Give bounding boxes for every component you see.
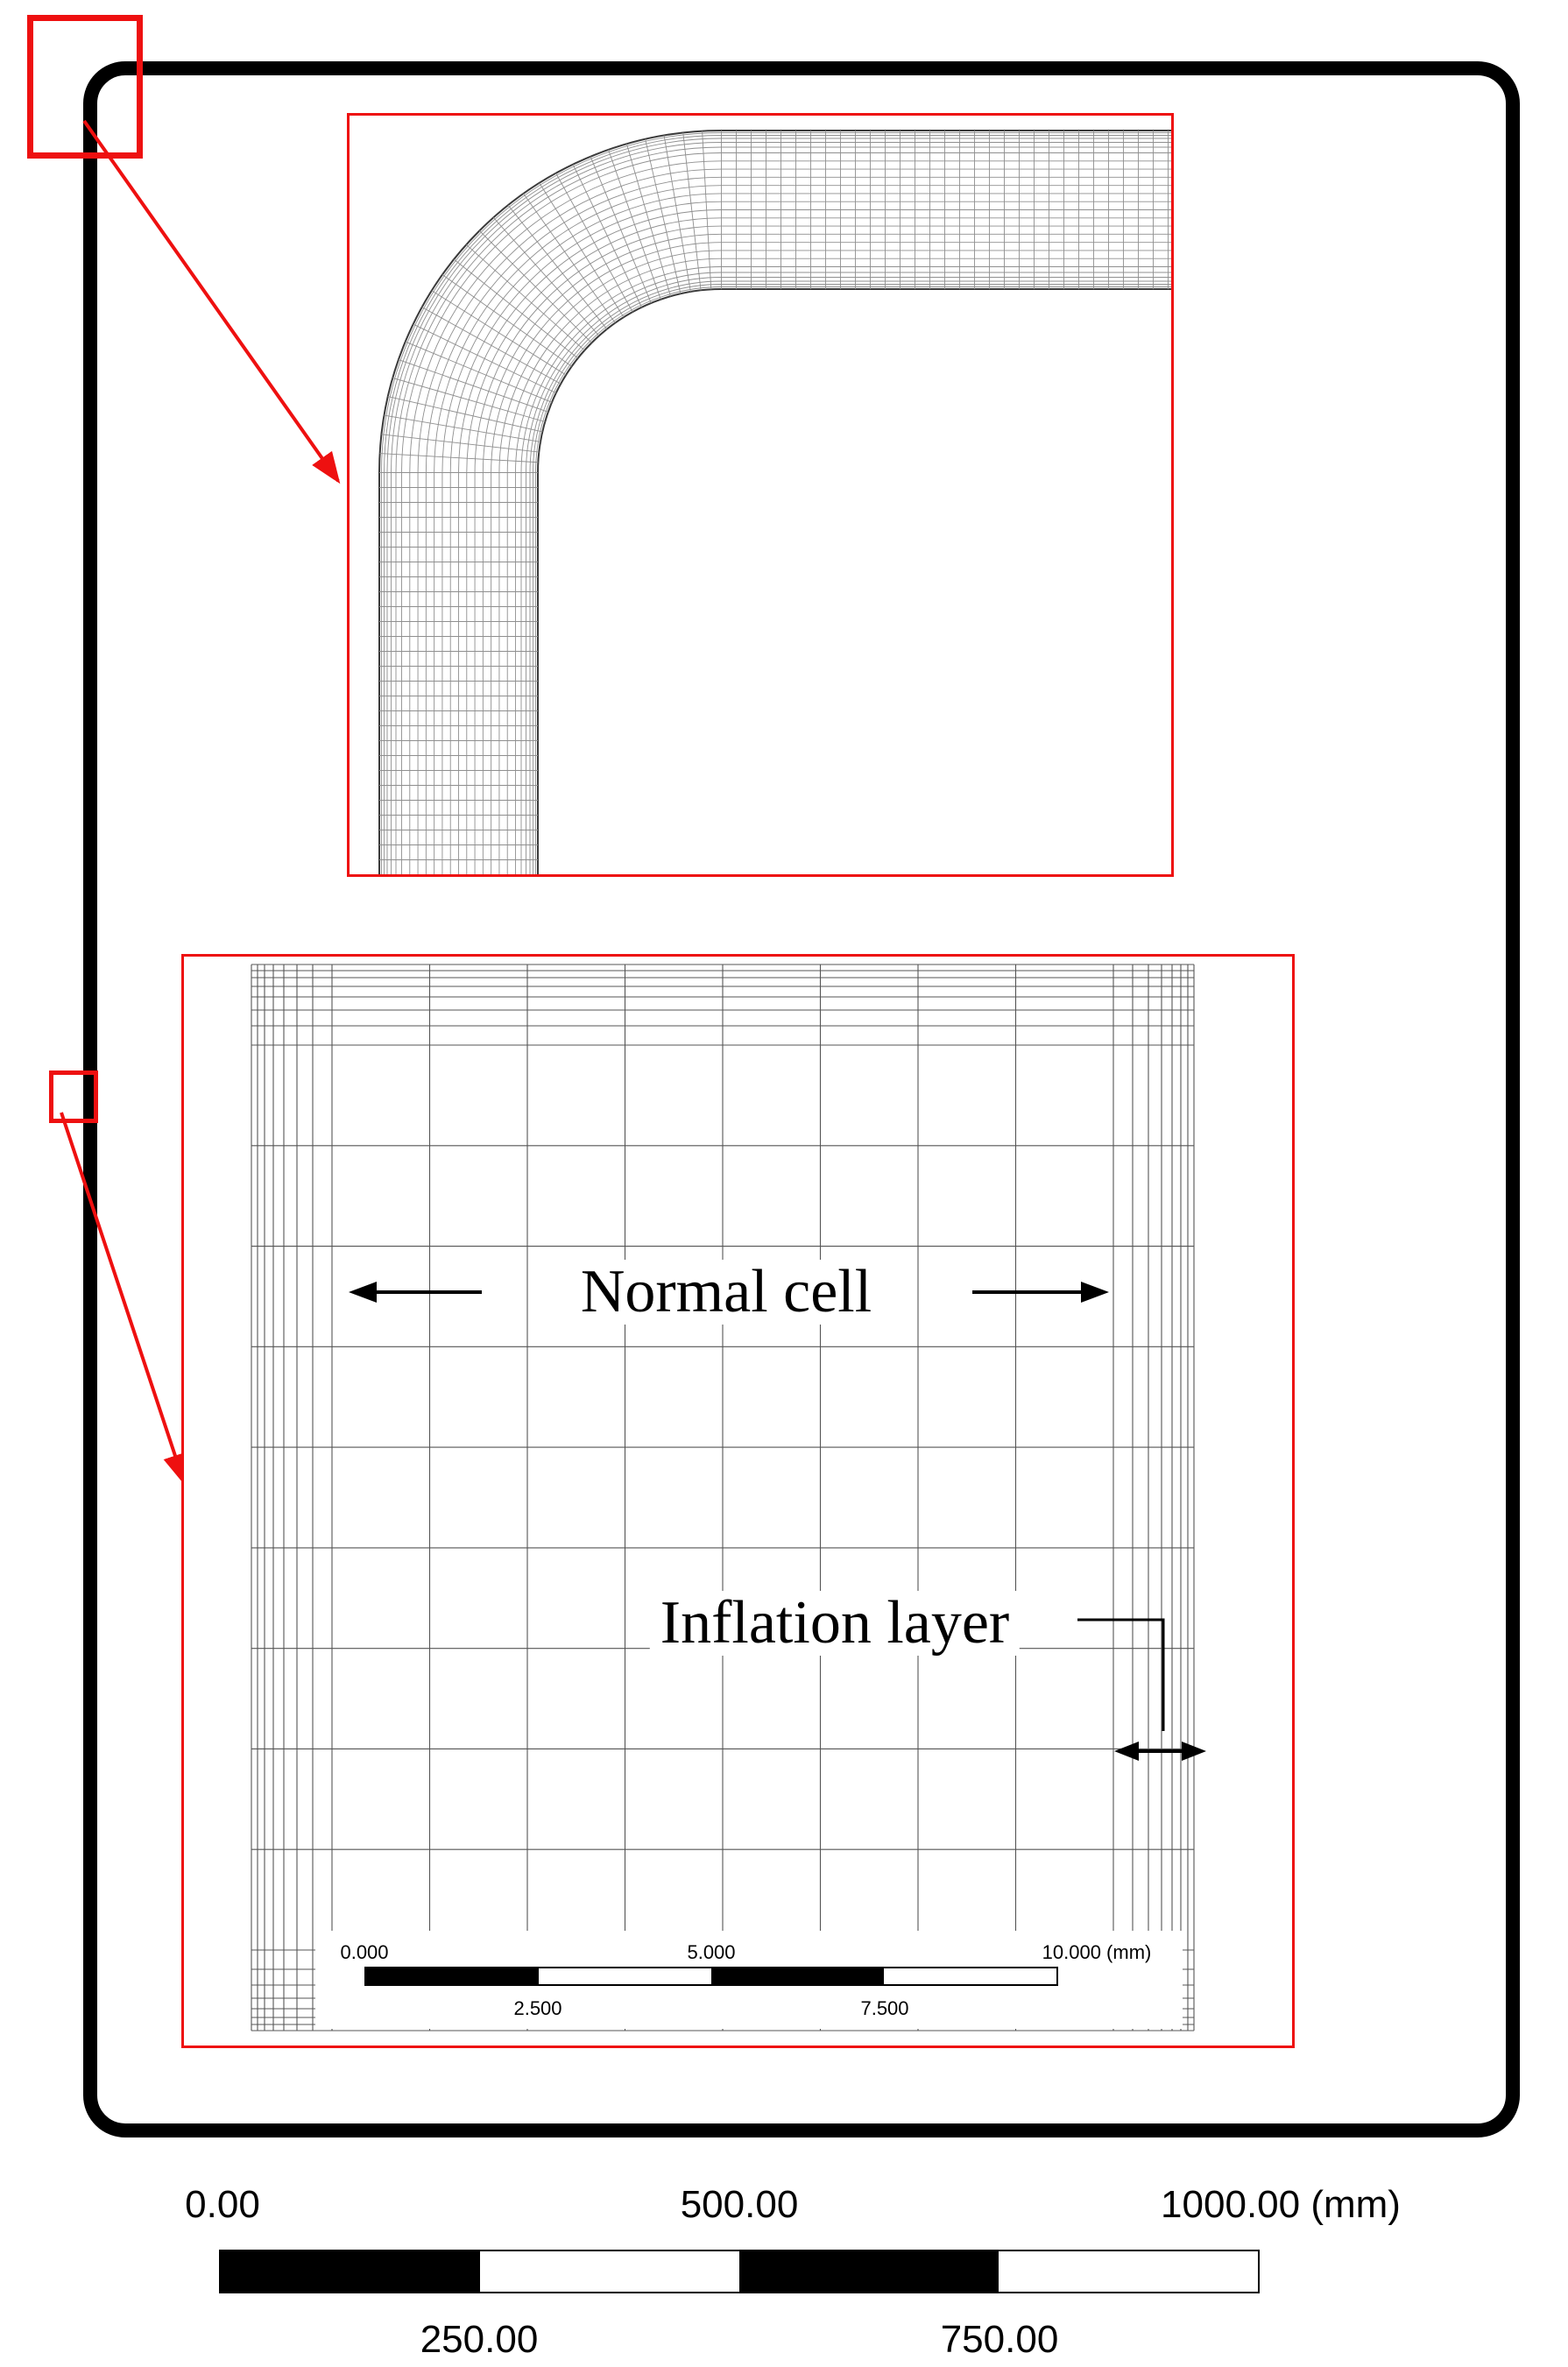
normal-cell-arrow-right bbox=[972, 1282, 1109, 1303]
cell-mesh-lines bbox=[251, 964, 1195, 2031]
normal-cell-label: Normal cell bbox=[569, 1260, 883, 1325]
scale-segment bbox=[739, 2251, 999, 2292]
inflation-thickness-arrow bbox=[1114, 1742, 1206, 1761]
inflation-layer-callout-line bbox=[1077, 1618, 1165, 1731]
scale-segment bbox=[884, 1968, 1056, 1984]
inset-scale-tick: 0.000 bbox=[337, 1941, 392, 1964]
zoom-source-marker-bottom bbox=[49, 1070, 98, 1123]
scale-segment bbox=[480, 2251, 739, 2292]
main-scale-tick: 1000.00 (mm) bbox=[1161, 2183, 1401, 2226]
bend-mesh-inset bbox=[347, 113, 1174, 877]
scale-segment bbox=[711, 1968, 884, 1984]
inset-scale-bar bbox=[364, 1967, 1058, 1986]
main-scale-tick: 500.00 bbox=[680, 2183, 799, 2226]
cell-mesh-svg bbox=[251, 964, 1206, 2031]
inset-scale-tick: 5.000 bbox=[684, 1941, 738, 1964]
scale-segment bbox=[539, 1968, 711, 1984]
scale-segment bbox=[366, 1968, 539, 1984]
bend-mesh-svg bbox=[378, 130, 1171, 874]
zoom-source-marker-top bbox=[27, 15, 143, 159]
normal-cell-arrow-left bbox=[349, 1282, 482, 1303]
main-scale-tick: 750.00 bbox=[940, 2318, 1059, 2361]
inset-scale-tick: 2.500 bbox=[511, 1997, 565, 2020]
scale-segment bbox=[221, 2251, 480, 2292]
scale-segment bbox=[999, 2251, 1258, 2292]
pipe-domain-outline bbox=[83, 61, 1520, 2137]
bend-mesh-lines bbox=[378, 130, 1171, 874]
inset-scale-tick: 7.500 bbox=[858, 1997, 912, 2020]
cell-mesh-inset: 0.000 5.000 10.000 (mm) 2.500 7.500 Norm… bbox=[181, 954, 1295, 2048]
main-scale-tick: 0.00 bbox=[185, 2183, 260, 2226]
main-scale-bar bbox=[219, 2250, 1260, 2293]
inflation-layer-label: Inflation layer bbox=[649, 1591, 1021, 1656]
main-scale-tick: 250.00 bbox=[420, 2318, 539, 2361]
inset-scale-tick: 10.000 (mm) bbox=[1039, 1941, 1155, 1964]
